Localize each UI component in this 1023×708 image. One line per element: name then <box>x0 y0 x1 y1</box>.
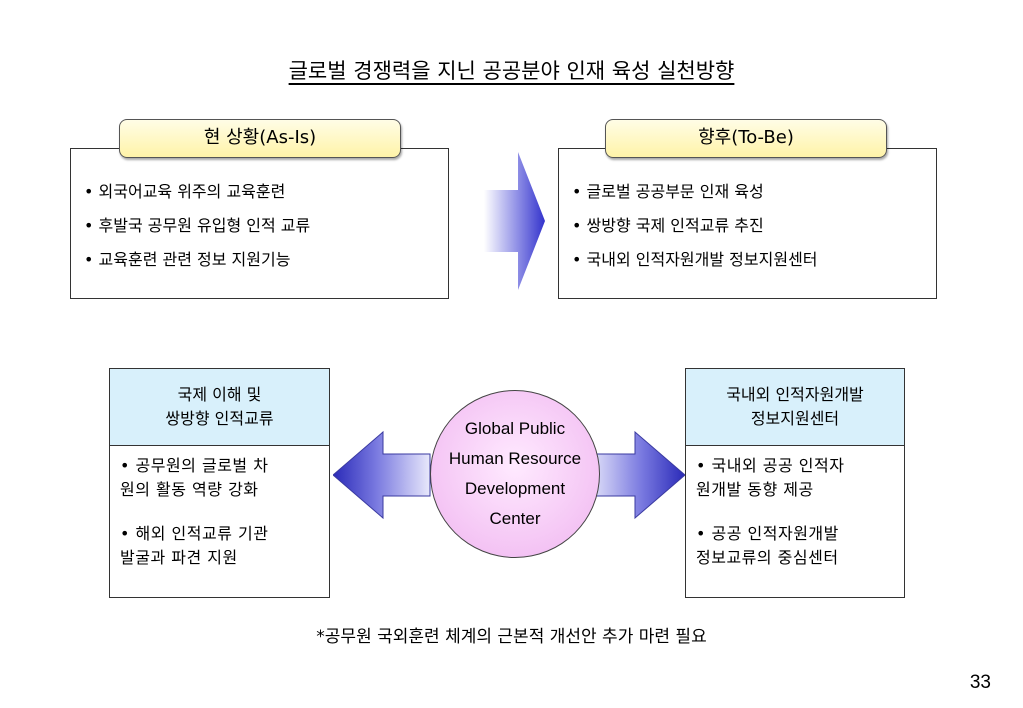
to-be-item: 국내외 인적자원개발 정보지원센터 <box>572 243 936 277</box>
as-is-item: 후발국 공무원 유입형 인적 교류 <box>84 209 448 243</box>
left-box-heading-text: 국제 이해 및 쌍방향 인적교류 <box>165 385 274 428</box>
to-be-item: 글로벌 공공부문 인재 육성 <box>572 175 936 209</box>
left-box-item: • 해외 인적교류 기관 발굴과 파견 지원 <box>120 524 269 567</box>
to-be-item: 쌍방향 국제 인적교류 추진 <box>572 209 936 243</box>
transition-arrow-icon <box>484 152 545 290</box>
right-box-heading: 국내외 인적자원개발 정보지원센터 <box>685 368 905 446</box>
to-be-panel: 글로벌 공공부문 인재 육성 쌍방향 국제 인적교류 추진 국내외 인적자원개발… <box>558 148 937 299</box>
as-is-panel: 외국어교육 위주의 교육훈련 후발국 공무원 유입형 인적 교류 교육훈련 관련… <box>70 148 449 299</box>
left-box-heading: 국제 이해 및 쌍방향 인적교류 <box>109 368 330 446</box>
slide-title: 글로벌 경쟁력을 지닌 공공분야 인재 육성 실천방향 <box>288 59 735 83</box>
right-box-heading-text: 국내외 인적자원개발 정보지원센터 <box>726 385 864 428</box>
right-box-item: • 공공 인적자원개발 정보교류의 중심센터 <box>696 524 839 567</box>
left-box-body: • 공무원의 글로벌 차 원의 활동 역량 강화 • 해외 인적교류 기관 발굴… <box>109 446 330 598</box>
footnote: *공무원 국외훈련 체계의 근본적 개선안 추가 마련 필요 <box>316 627 707 647</box>
as-is-label: 현 상황(As-Is) <box>119 119 401 158</box>
center-circle-text: Global Public Human Resource Development… <box>448 419 582 528</box>
left-box-item: • 공무원의 글로벌 차 원의 활동 역량 강화 <box>120 456 269 499</box>
center-circle: Global Public Human Resource Development… <box>430 390 600 558</box>
right-arrow-icon <box>588 430 686 520</box>
right-box-item: • 국내외 공공 인적자 원개발 동향 제공 <box>696 456 845 499</box>
page-number: 33 <box>969 672 991 693</box>
right-box-body: • 국내외 공공 인적자 원개발 동향 제공 • 공공 인적자원개발 정보교류의… <box>685 446 905 598</box>
as-is-list: 외국어교육 위주의 교육훈련 후발국 공무원 유입형 인적 교류 교육훈련 관련… <box>84 175 448 277</box>
left-arrow-icon <box>333 430 431 520</box>
to-be-list: 글로벌 공공부문 인재 육성 쌍방향 국제 인적교류 추진 국내외 인적자원개발… <box>572 175 936 277</box>
as-is-item: 외국어교육 위주의 교육훈련 <box>84 175 448 209</box>
to-be-label: 향후(To-Be) <box>605 119 887 158</box>
as-is-item: 교육훈련 관련 정보 지원기능 <box>84 243 448 277</box>
